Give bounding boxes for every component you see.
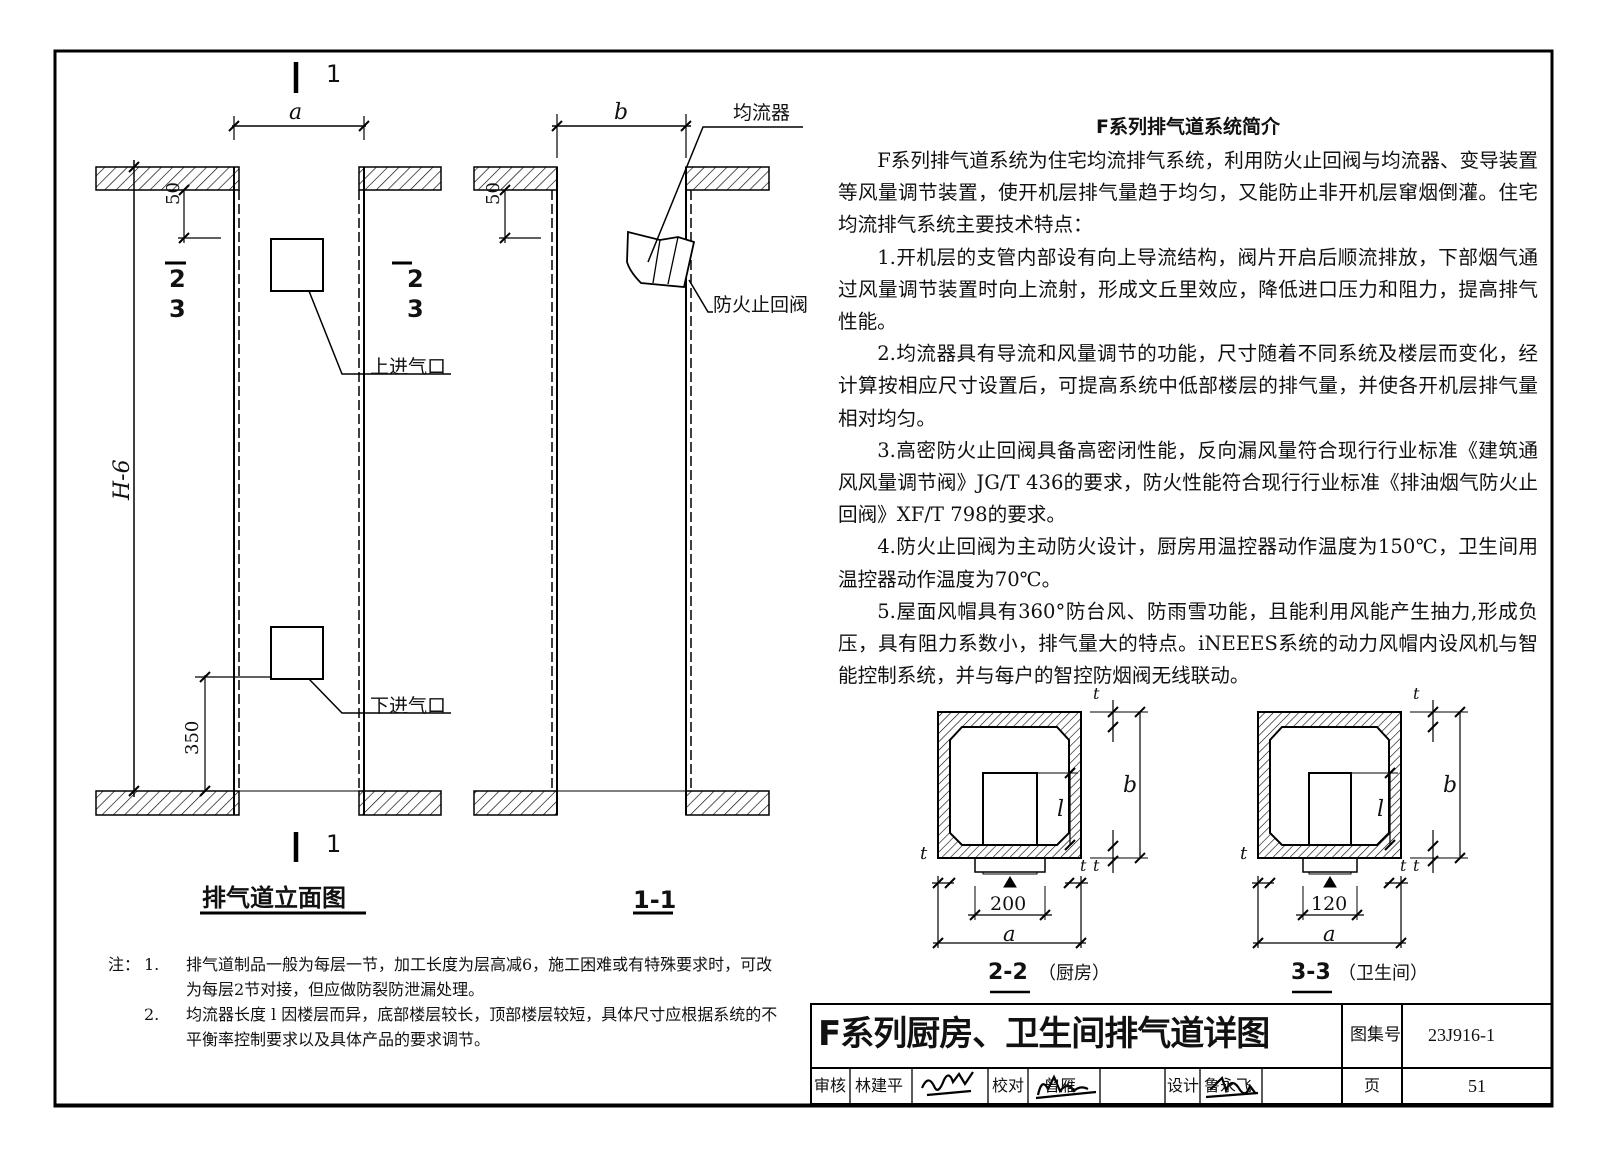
section-3-3-dim-t-left: t: [1240, 843, 1248, 864]
note-text: 排气道制品一般为每层一节，加工长度为层高减6，施工困难或有特殊要求时，可改为每层…: [186, 955, 773, 999]
atlas-no: 23J916-1: [1428, 1025, 1495, 1045]
section-mark-2-left: 2: [169, 265, 186, 293]
section-3-3-dim-t-bottom: t: [1413, 856, 1420, 875]
checker-name: 曾雁: [1044, 1076, 1077, 1095]
elevation-view: [95, 62, 451, 862]
section-2-2-dim-t-left: t: [920, 843, 928, 864]
section-2-2-subtitle: （厨房）: [1038, 963, 1110, 984]
system-introduction: F系列排气道系统简介 F系列排气道系统为住宅均流排气系统，利用防火止回阀与均流器…: [838, 112, 1538, 692]
section-1-1-dim-50: 50: [483, 182, 504, 205]
fire-valve-label: 防火止回阀: [713, 294, 809, 316]
elevation-dim-h: H-6: [110, 459, 135, 500]
section-mark-bottom: 1: [326, 830, 342, 858]
section-3-3-dim-b: b: [1443, 773, 1458, 798]
design-label: 设计: [1167, 1076, 1200, 1095]
section-1-1-dim-b: b: [614, 100, 629, 125]
notes-label: 注：: [108, 955, 141, 974]
section-3-3-inlet-width: 120: [1311, 893, 1348, 915]
section-3-3-dim-t-top: t: [1413, 684, 1420, 703]
check-label: 校对: [992, 1076, 1025, 1095]
drawing-title: F系列厨房、卫生间排气道详图: [818, 1014, 1270, 1054]
elevation-dim-350: 350: [182, 720, 203, 755]
elevation-title: 排气道立面图: [202, 884, 346, 912]
section-2-2-dim-t-right: t: [1080, 856, 1087, 875]
page-label: 页: [1364, 1076, 1381, 1095]
reviewer-name: 林建平: [855, 1076, 904, 1095]
atlas-no-label: 图集号: [1350, 1025, 1401, 1045]
section-mark-top: 1: [326, 60, 342, 88]
section-2-2-title: 2-2: [988, 960, 1028, 985]
section-2-2-view: [932, 700, 1148, 994]
intro-title: F系列排气道系统简介: [1096, 116, 1280, 138]
intro-paragraph: 4.防火止回阀为主动防火设计，厨房用温控器动作温度为150℃，卫生间用温控器动作…: [838, 535, 1538, 591]
intro-paragraph: 1.开机层的支管内部设有向上导流结构，阀片开启后顺流排放，下部烟气通过风量调节装…: [838, 245, 1538, 334]
title-block: [810, 1003, 1553, 1105]
section-mark-2-right: 2: [407, 265, 424, 293]
section-2-2-inlet-width: 200: [990, 893, 1027, 915]
reviewer-signature: [920, 1071, 974, 1097]
outer-frame: [53, 49, 1554, 1108]
note-number: 1.: [144, 955, 160, 974]
section-1-1-view: [473, 114, 803, 816]
flow-equalizer-label: 均流器: [733, 102, 791, 124]
section-2-2-dim-b: b: [1123, 773, 1138, 798]
intro-paragraph: 2.均流器具有导流和风量调节的功能，尺寸随着不同系统及楼层而变化，经计算按相应尺…: [838, 342, 1538, 430]
section-3-3-title: 3-3: [1291, 960, 1331, 985]
intro-paragraph: F系列排气道系统为住宅均流排气系统，利用防火止回阀与均流器、变导装置等风量调节装…: [838, 149, 1538, 237]
designer-name: 鲁永飞: [1204, 1076, 1253, 1095]
upper-inlet-label: 上进气口: [370, 356, 447, 378]
section-2-2-dim-t-top: t: [1093, 684, 1100, 703]
section-3-3-dim-l: l: [1377, 797, 1385, 822]
elevation-dim-50: 50: [163, 182, 184, 205]
designer-signature: [1205, 1075, 1259, 1099]
lower-inlet-label: 下进气口: [370, 695, 447, 717]
section-1-1-title: 1-1: [633, 886, 677, 914]
section-2-2-dim-l: l: [1057, 797, 1065, 822]
notes: 注： 1. 排气道制品一般为每层一节，加工长度为层高减6，施工困难或有特殊要求时…: [108, 952, 788, 1052]
intro-paragraph: 5.屋面风帽具有360°防台风、防雨雪功能，且能利用风能产生抽力,形成负压，具有…: [838, 599, 1538, 688]
section-2-2-dim-a: a: [1003, 922, 1016, 946]
elevation-dim-a: a: [289, 100, 303, 125]
section-3-3-dim-a: a: [1323, 922, 1336, 946]
section-mark-3-right: 3: [407, 295, 424, 323]
review-label: 审核: [814, 1076, 847, 1095]
section-2-2-dim-t-bottom: t: [1093, 856, 1100, 875]
section-mark-3-left: 3: [169, 295, 186, 323]
note-number: 2.: [144, 1005, 160, 1024]
page-number: 51: [1468, 1076, 1486, 1096]
section-3-3-dim-t-right: t: [1400, 856, 1407, 875]
section-3-3-subtitle: （卫生间）: [1338, 963, 1428, 984]
checker-signature: [1035, 1074, 1097, 1100]
section-3-3-view: [1252, 700, 1468, 994]
intro-paragraph: 3.高密防火止回阀具备高密闭性能，反向漏风量符合现行行业标准《建筑通风风量调节阀…: [838, 438, 1538, 527]
note-text: 均流器长度 l 因楼层而异，底部楼层较长，顶部楼层较短，具体尺寸应根据系统的不平…: [186, 1005, 778, 1049]
